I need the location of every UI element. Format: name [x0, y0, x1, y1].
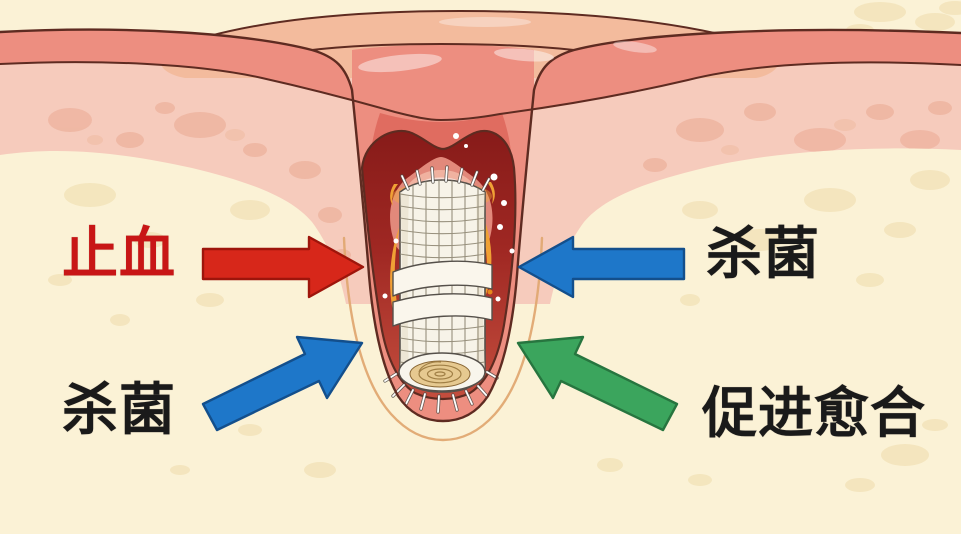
promote-healing-label: 促进愈合 [702, 382, 927, 444]
antibacterial-label-bottom-left: 杀菌 [62, 378, 176, 441]
gauze-fringe-threads [383, 165, 499, 414]
tissue-outlines [0, 28, 961, 423]
gum-band [0, 29, 961, 121]
antibacterial-label-top-right: 杀菌 [706, 222, 820, 285]
gauze-wrap-band [392, 260, 493, 297]
healing-arrow [516, 335, 679, 432]
bone-texture [48, 1, 961, 492]
wound-specks [382, 133, 515, 302]
gauze-spiral [418, 361, 462, 384]
hemostasis-arrow [201, 235, 365, 299]
antibacterial-arrow-top [517, 235, 686, 299]
gum-highlights [358, 41, 657, 73]
gum-crest-outline [164, 9, 773, 51]
gauze-plug [383, 165, 499, 414]
hemostasis-label: 止血 [62, 222, 176, 285]
annotation-arrows [201, 235, 686, 432]
crest-highlight [439, 17, 531, 27]
antibacterial-arrow-bottom [201, 335, 364, 432]
gauze-wrap-band [392, 293, 493, 327]
